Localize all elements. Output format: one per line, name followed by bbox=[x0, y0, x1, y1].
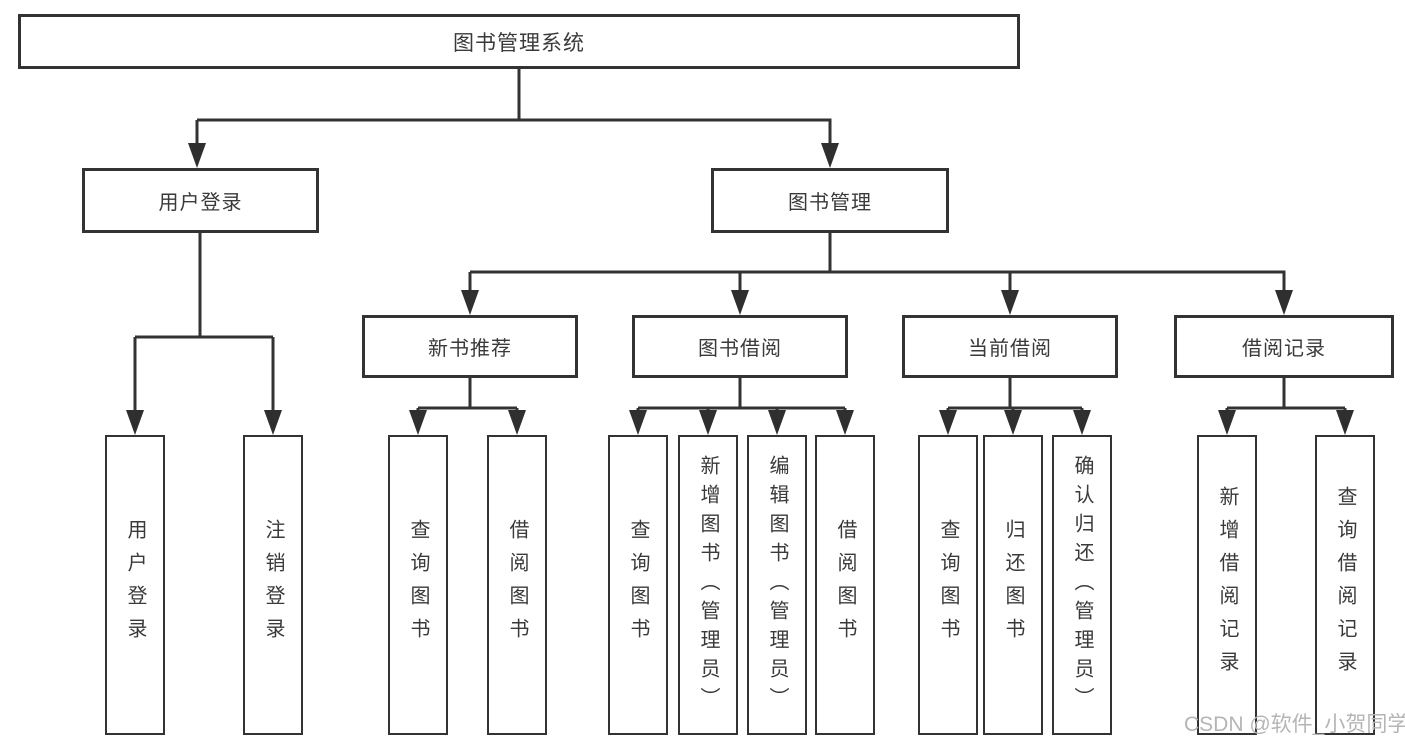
leaf-label: 新增借阅记录 bbox=[1216, 486, 1238, 684]
node-user-login: 用户登录 bbox=[82, 168, 319, 233]
node-new-book-recommend: 新书推荐 bbox=[362, 315, 578, 378]
leaf-label: 新增图书（管理员） bbox=[697, 454, 719, 716]
leaf-label: 查询图书 bbox=[937, 519, 959, 651]
leaf-borrow-books: 借阅图书 bbox=[487, 435, 547, 735]
node-label: 图书管理系统 bbox=[453, 31, 585, 55]
connector-borrow-records-to-leaves bbox=[1218, 378, 1354, 435]
leaf-add-books-admin: 新增图书（管理员） bbox=[678, 435, 738, 735]
node-label: 图书管理 bbox=[788, 192, 872, 214]
leaf-label: 借阅图书 bbox=[834, 519, 856, 651]
leaf-label: 查询图书 bbox=[627, 519, 649, 651]
leaf-label: 确认归还（管理员） bbox=[1071, 454, 1093, 716]
leaf-label: 查询借阅记录 bbox=[1334, 486, 1356, 684]
leaf-label: 查询图书 bbox=[407, 519, 429, 651]
node-label: 用户登录 bbox=[158, 192, 243, 214]
leaf-user-login: 用户登录 bbox=[105, 435, 165, 735]
leaf-add-borrow-record: 新增借阅记录 bbox=[1197, 435, 1257, 735]
connector-user-login-to-leaves bbox=[126, 233, 282, 435]
leaf-borrow-books: 借阅图书 bbox=[815, 435, 875, 735]
leaf-query-books: 查询图书 bbox=[918, 435, 978, 735]
node-current-borrow: 当前借阅 bbox=[902, 315, 1118, 378]
connector-root-to-level2 bbox=[188, 69, 839, 168]
node-label: 借阅记录 bbox=[1242, 338, 1326, 360]
leaf-label: 归还图书 bbox=[1002, 519, 1024, 651]
leaf-label: 用户登录 bbox=[124, 519, 146, 651]
watermark-text: CSDN @软件_小贺同学 bbox=[1184, 713, 1405, 736]
leaf-logout: 注销登录 bbox=[243, 435, 303, 735]
leaf-query-books: 查询图书 bbox=[608, 435, 668, 735]
leaf-label: 编辑图书（管理员） bbox=[766, 454, 788, 716]
connector-current-borrow-to-leaves bbox=[939, 378, 1091, 435]
node-label: 图书借阅 bbox=[698, 338, 782, 360]
node-book-borrow: 图书借阅 bbox=[632, 315, 848, 378]
node-root-system: 图书管理系统 bbox=[18, 14, 1020, 69]
connector-new-book-recommend-to-leaves bbox=[409, 378, 526, 435]
node-label: 当前借阅 bbox=[968, 338, 1052, 360]
connector-book-borrow-to-leaves bbox=[629, 378, 854, 435]
node-book-management: 图书管理 bbox=[711, 168, 949, 233]
leaf-confirm-return-admin: 确认归还（管理员） bbox=[1052, 435, 1112, 735]
leaf-query-borrow-record: 查询借阅记录 bbox=[1315, 435, 1375, 735]
leaf-edit-books-admin: 编辑图书（管理员） bbox=[747, 435, 807, 735]
node-label: 新书推荐 bbox=[428, 338, 512, 360]
leaf-label: 借阅图书 bbox=[506, 519, 528, 651]
leaf-return-books: 归还图书 bbox=[983, 435, 1043, 735]
node-borrow-records: 借阅记录 bbox=[1174, 315, 1394, 378]
connector-book-management-to-level3 bbox=[461, 233, 1293, 315]
leaf-label: 注销登录 bbox=[262, 519, 284, 651]
leaf-query-books: 查询图书 bbox=[388, 435, 448, 735]
